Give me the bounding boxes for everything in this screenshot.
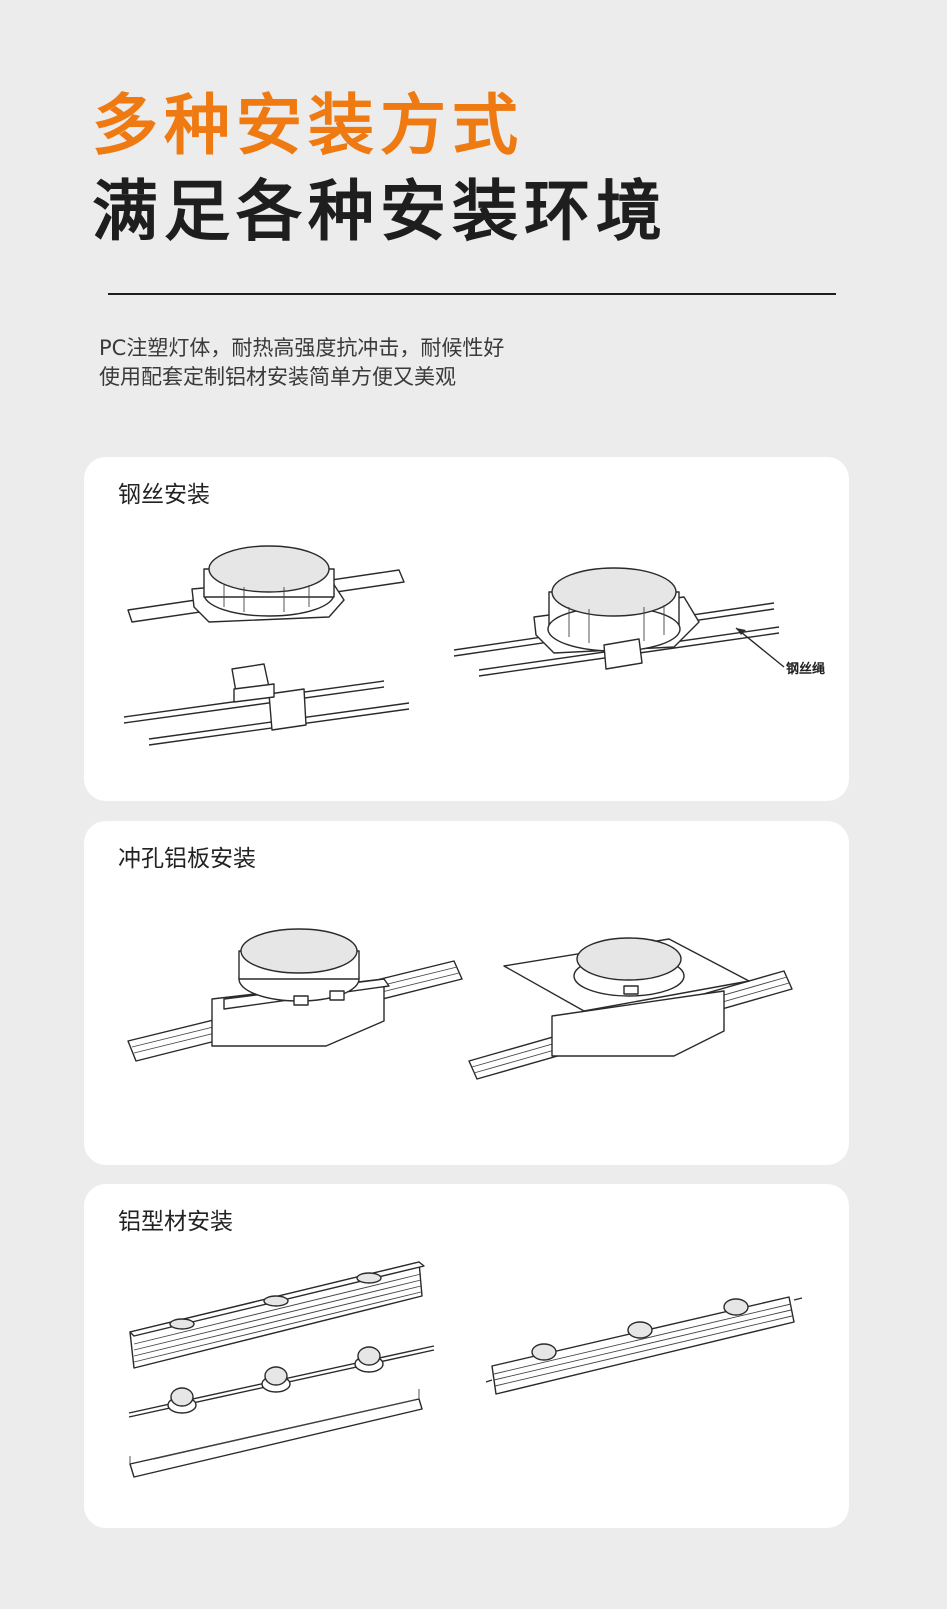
pixel-module-drawing xyxy=(627,1321,653,1339)
card-plate-install: 冲孔铝板安装 xyxy=(84,821,849,1165)
module-wire-drawing xyxy=(453,567,780,677)
card-profile-install: 铝型材安装 xyxy=(84,1184,849,1528)
wire-rope-label: 钢丝绳 xyxy=(786,661,825,677)
pixel-module-drawing xyxy=(167,1387,197,1414)
pixel-module-drawing xyxy=(723,1298,749,1316)
wire-install-illustration: 钢丝绳 xyxy=(123,545,825,746)
card-title: 钢丝安装 xyxy=(118,482,210,508)
card-wire-install: 钢丝安装 xyxy=(84,457,849,801)
pixel-module-drawing xyxy=(354,1346,384,1373)
plate-install-illustration xyxy=(127,928,793,1080)
pixel-module-drawing xyxy=(531,1343,557,1361)
card-title: 铝型材安装 xyxy=(118,1209,233,1235)
module-flat-strip-drawing xyxy=(127,545,405,623)
description: PC注塑灯体，耐热高强度抗冲击，耐候性好 使用配套定制铝材安装简单方便又美观 xyxy=(99,334,504,392)
wire-rope-callout: 钢丝绳 xyxy=(735,627,825,677)
divider xyxy=(108,293,836,295)
pixel-module-drawing xyxy=(261,1366,291,1393)
card-title: 冲孔铝板安装 xyxy=(118,846,256,872)
profile-install-illustration xyxy=(128,1261,803,1478)
profile-exploded-drawing xyxy=(128,1261,435,1478)
profile-assembled-drawing xyxy=(485,1296,803,1395)
wire-clip-drawing xyxy=(123,663,410,746)
headline-primary: 多种安装方式 xyxy=(92,87,524,164)
module-plate-drawing xyxy=(468,937,793,1080)
description-line-1: PC注塑灯体，耐热高强度抗冲击，耐候性好 xyxy=(99,336,505,360)
description-line-2: 使用配套定制铝材安装简单方便又美观 xyxy=(99,365,456,389)
headline-secondary: 满足各种安装环境 xyxy=(92,173,668,250)
module-ribbon-drawing xyxy=(127,928,463,1062)
